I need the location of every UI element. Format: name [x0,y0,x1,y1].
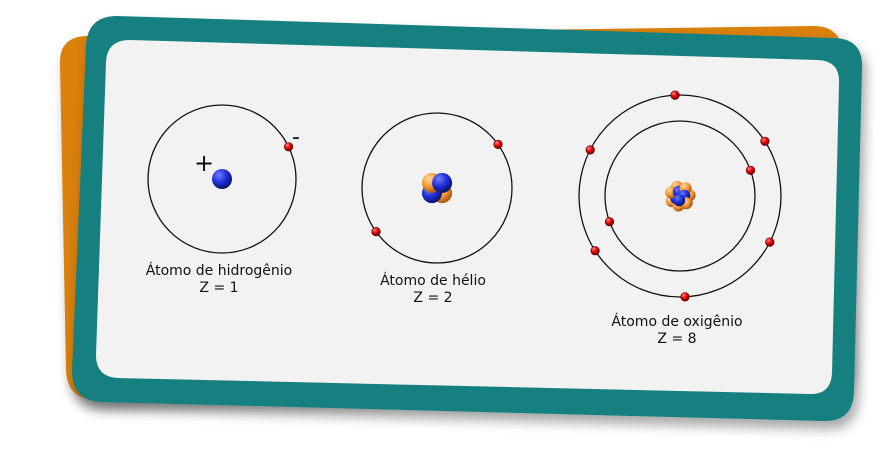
proton [432,172,453,193]
oxygen-orbit-1 [604,120,756,272]
electron [670,90,680,100]
hydrogen-atomic-number: Z = 1 [199,280,239,296]
electron [284,142,294,152]
helium-orbit-1 [361,112,513,264]
electron [745,165,756,175]
electron [371,227,381,237]
electron [680,292,690,302]
negative-charge-sign: - [292,125,300,150]
oxygen-label: Átomo de oxigênio Z = 8 [592,314,762,348]
electron [590,246,600,256]
electron [604,217,615,227]
positive-charge-sign: + [194,149,215,177]
helium-atomic-number: Z = 2 [413,290,453,306]
electron [493,139,503,149]
card-panel [96,40,840,395]
helium-atom [361,112,513,264]
hydrogen-orbit-1 [147,104,297,254]
helium-label: Átomo de hélio Z = 2 [353,273,513,307]
oxygen-atomic-number: Z = 8 [657,331,697,347]
oxygen-atom [578,90,782,302]
oxygen-orbit-2 [578,94,782,298]
electron [760,136,770,146]
proton [212,169,232,189]
hydrogen-name: Átomo de hidrogênio [145,263,293,279]
oxygen-name: Átomo de oxigênio [611,314,743,330]
electron [765,237,775,247]
hydrogen-atom [147,104,297,254]
electron [585,145,595,155]
helium-name: Átomo de hélio [380,273,486,289]
proton [673,194,686,207]
hydrogen-label: Átomo de hidrogênio Z = 1 [134,263,304,297]
